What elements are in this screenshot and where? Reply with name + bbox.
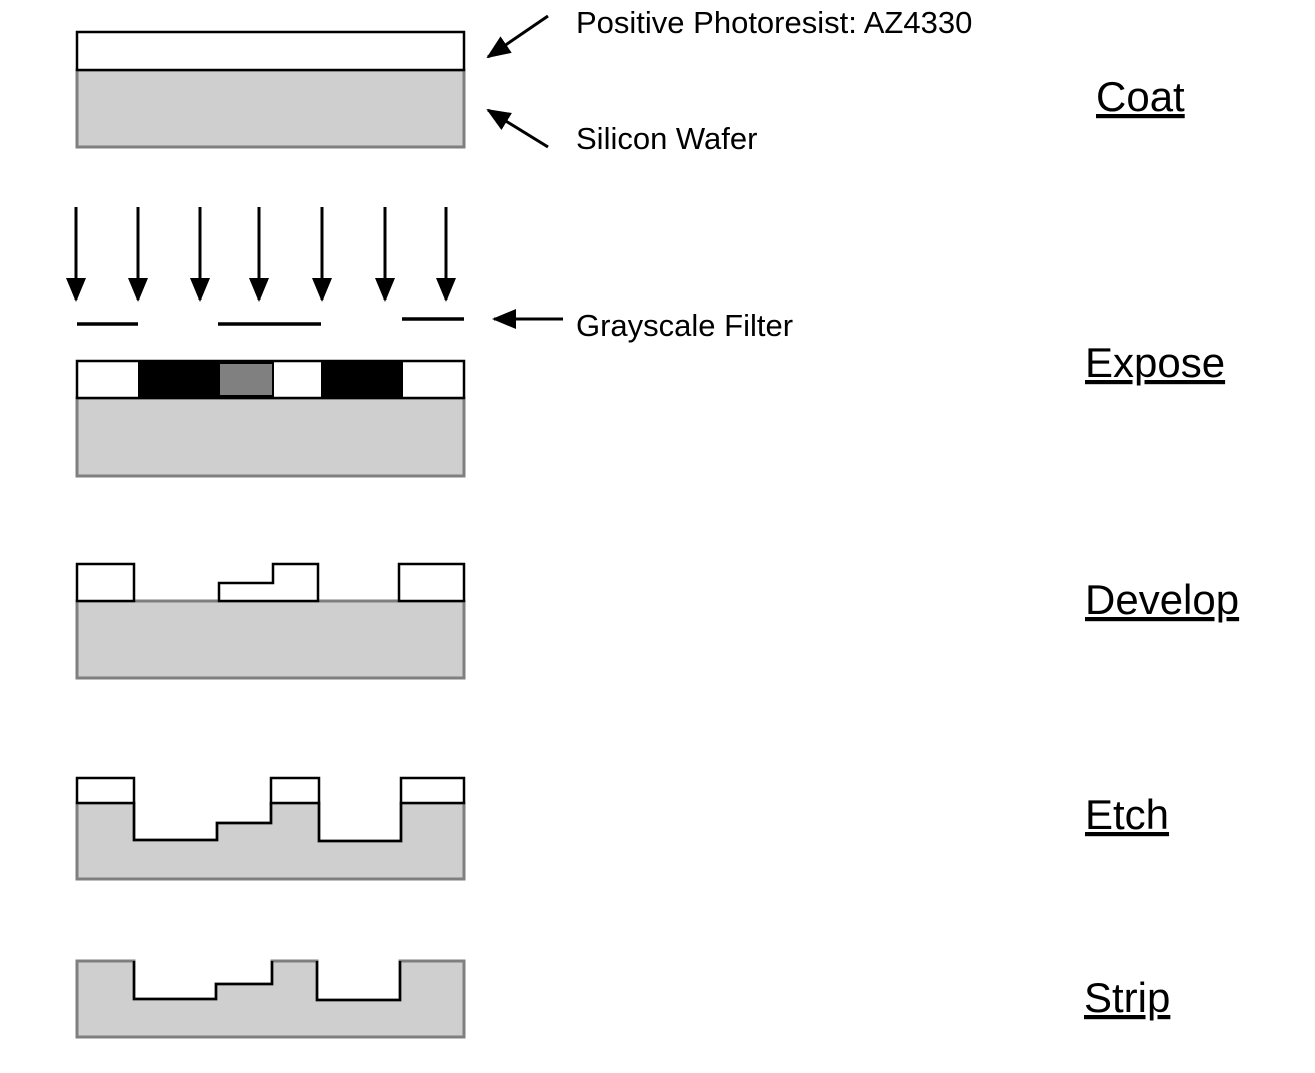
resist-block xyxy=(397,562,466,603)
step-develop: Develop xyxy=(1085,576,1239,623)
expose-stage: Grayscale Filter xyxy=(66,207,793,478)
strip-stage xyxy=(75,959,466,1039)
photoresist-arrow xyxy=(486,14,549,59)
coat-photoresist xyxy=(75,30,466,72)
etch-profile xyxy=(132,803,403,843)
grayscale-filter xyxy=(77,317,464,326)
step-strip: Strip xyxy=(1084,974,1170,1021)
partially-exposed-region xyxy=(218,362,274,397)
wafer-label: Silicon Wafer xyxy=(576,121,757,156)
resist-block xyxy=(75,562,136,603)
step-coat: Coat xyxy=(1096,73,1185,120)
exposed-region xyxy=(138,361,218,398)
expose-wafer xyxy=(75,396,466,478)
strip-profile xyxy=(132,961,402,1002)
coat-stage: Positive Photoresist: AZ4330 Silicon Waf… xyxy=(75,5,972,156)
wafer-arrow xyxy=(486,108,549,149)
resist-step-block xyxy=(217,562,320,603)
exposed-region xyxy=(321,361,403,398)
photoresist-label: Positive Photoresist: AZ4330 xyxy=(576,5,972,40)
resist-block xyxy=(269,776,321,805)
step-etch: Etch xyxy=(1085,791,1169,838)
filter-label: Grayscale Filter xyxy=(576,308,793,343)
resist-block xyxy=(399,776,466,805)
resist-block xyxy=(75,776,136,805)
uv-light-arrows xyxy=(66,207,456,302)
develop-wafer xyxy=(75,599,466,680)
develop-stage xyxy=(75,562,466,680)
etch-stage xyxy=(75,776,466,881)
step-labels: Coat Expose Develop Etch Strip xyxy=(1084,73,1239,1021)
step-expose: Expose xyxy=(1085,339,1225,386)
coat-wafer xyxy=(75,68,466,149)
